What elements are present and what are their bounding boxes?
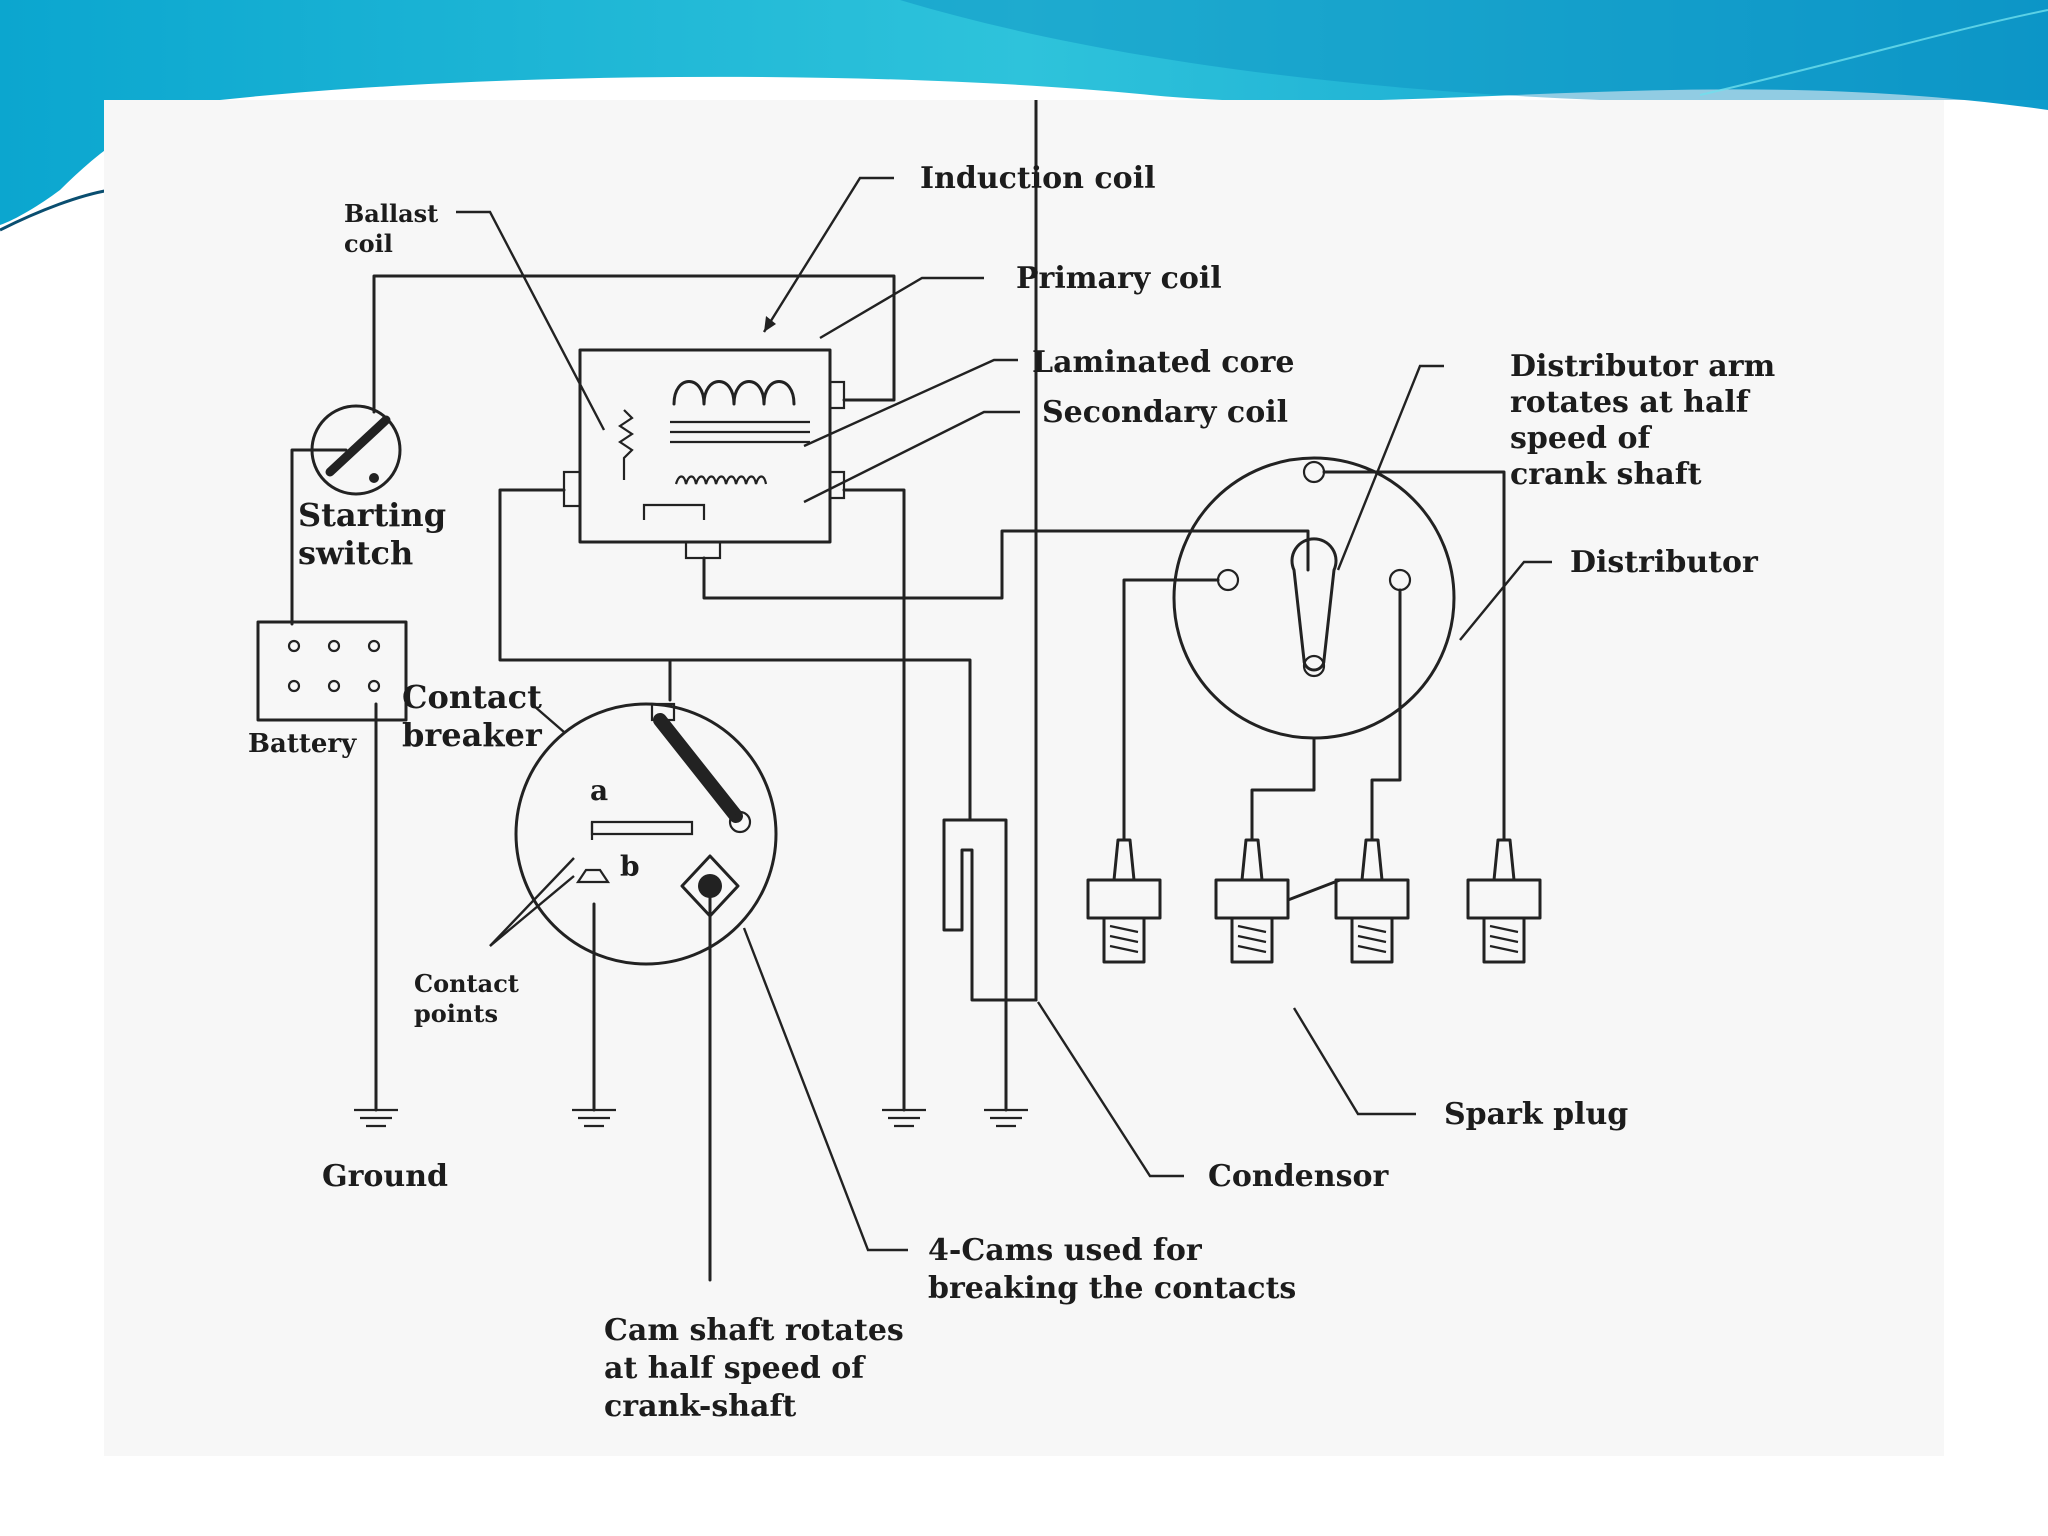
header-banner	[0, 0, 2048, 232]
contact-points-label: Contact points	[414, 969, 527, 1028]
ground-symbols	[354, 1108, 1028, 1128]
laminated-core-label: Laminated core	[1032, 345, 1294, 380]
contact-breaker	[514, 702, 778, 1282]
spark-plug-1	[1086, 838, 1162, 964]
diagram-panel: Induction coil Ballast coil Primary coil…	[104, 100, 1944, 1456]
primary-coil-label: Primary coil	[1016, 261, 1222, 296]
starting-switch	[310, 404, 402, 496]
primary-coil-winding	[672, 380, 796, 406]
induction-coil-box	[562, 348, 846, 560]
contact-point-b	[575, 868, 611, 884]
spark-plug-2	[1214, 838, 1290, 964]
distributor-arm-label: Distributor arm rotates at half speed of…	[1510, 349, 1786, 492]
ignition-system-diagram: Induction coil Ballast coil Primary coil…	[248, 100, 1786, 1424]
spark-plug-3	[1334, 838, 1410, 964]
spark-plug-4	[1466, 838, 1542, 964]
secondary-coil-label: Secondary coil	[1042, 395, 1288, 430]
distributor-arm	[1290, 537, 1338, 672]
ground-label: Ground	[322, 1159, 448, 1194]
point-b-label: b	[620, 850, 640, 883]
distributor	[1122, 456, 1506, 842]
cam-shaft-label: Cam shaft rotates at half speed of crank…	[604, 1313, 914, 1424]
cams-label: 4-Cams used for breaking the contacts	[928, 1233, 1296, 1306]
spark-plug-label: Spark plug	[1444, 1097, 1628, 1132]
leader-lines	[456, 176, 1552, 1252]
ballast-coil-label: Ballast coil	[344, 199, 447, 258]
distributor-label: Distributor	[1570, 545, 1759, 580]
battery	[256, 620, 408, 722]
secondary-coil-winding	[674, 475, 768, 485]
condensor-label: Condensor	[1208, 1159, 1389, 1194]
point-a-label: a	[590, 774, 608, 807]
ballast-coil-zigzag	[618, 409, 634, 480]
battery-label: Battery	[248, 729, 357, 759]
starting-switch-label: Starting switch	[298, 496, 457, 572]
contact-breaker-label: Contact breaker	[402, 678, 553, 754]
induction-coil-label: Induction coil	[920, 161, 1156, 196]
condensor	[942, 100, 1038, 1112]
